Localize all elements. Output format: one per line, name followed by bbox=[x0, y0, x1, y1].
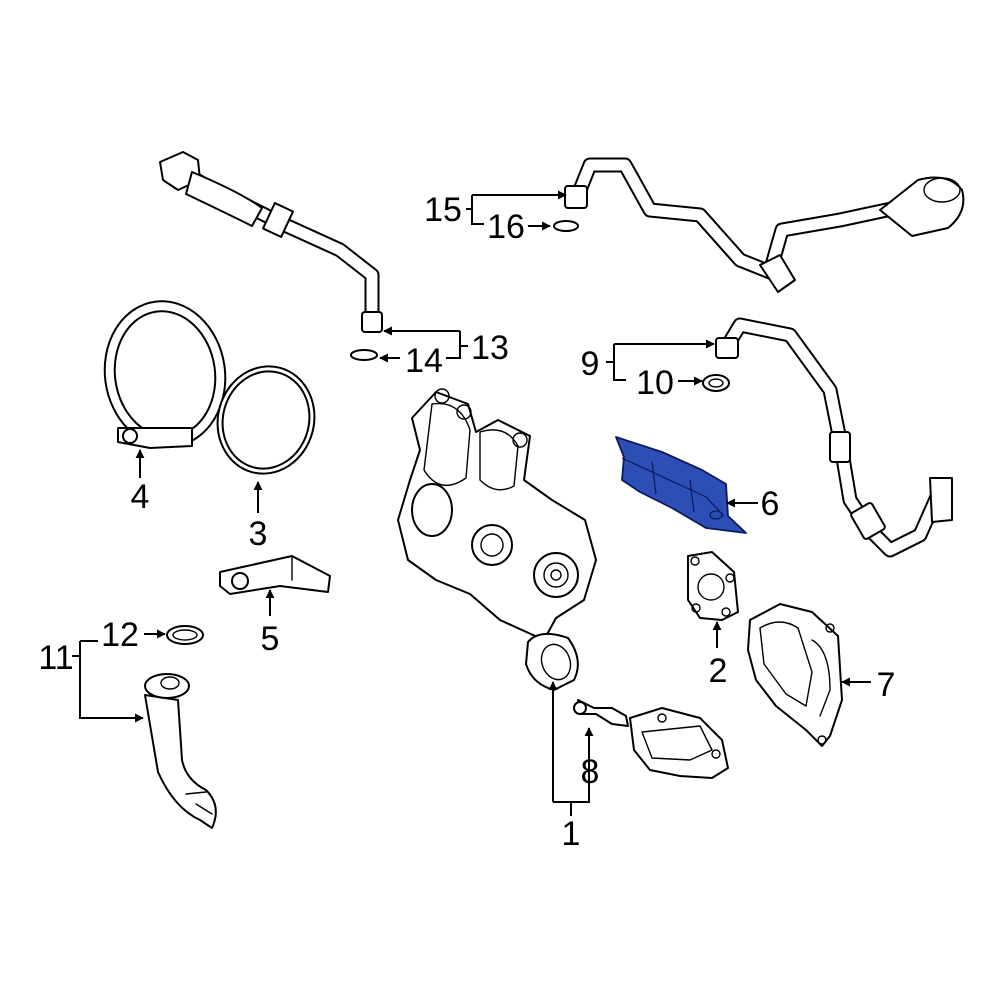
callout-2: 2 bbox=[709, 652, 728, 690]
coolant-return-line[interactable] bbox=[564, 157, 965, 293]
callout-8: 8 bbox=[581, 753, 600, 791]
heat-shield[interactable] bbox=[615, 436, 747, 534]
callout-11: 11 bbox=[38, 639, 73, 677]
heat-shield-lower[interactable] bbox=[747, 603, 843, 747]
callout-15: 15 bbox=[424, 191, 462, 229]
callout-6: 6 bbox=[761, 485, 780, 523]
callout-3: 3 bbox=[249, 515, 268, 553]
callout-7: 7 bbox=[877, 666, 896, 704]
callout-10: 10 bbox=[636, 364, 674, 402]
callout-16: 16 bbox=[487, 208, 525, 246]
seal-10[interactable] bbox=[702, 374, 730, 392]
gasket[interactable] bbox=[687, 551, 739, 621]
actuator[interactable] bbox=[573, 699, 729, 779]
oil-line[interactable] bbox=[715, 317, 953, 558]
coolant-pipe[interactable] bbox=[144, 673, 217, 829]
o-ring-14[interactable] bbox=[350, 349, 378, 361]
callout-12: 12 bbox=[101, 616, 139, 654]
o-ring-3[interactable] bbox=[206, 355, 327, 484]
callout-5: 5 bbox=[261, 620, 280, 658]
o-ring-16[interactable] bbox=[553, 220, 579, 232]
callout-4: 4 bbox=[131, 478, 150, 516]
turbocharger[interactable] bbox=[397, 388, 597, 691]
callout-9: 9 bbox=[581, 345, 600, 383]
callout-14: 14 bbox=[405, 342, 443, 380]
bracket[interactable] bbox=[219, 555, 331, 595]
o-ring-12[interactable] bbox=[166, 625, 204, 645]
callout-13: 13 bbox=[471, 329, 509, 367]
callout-1: 1 bbox=[562, 815, 581, 853]
clamp[interactable] bbox=[95, 293, 234, 454]
coolant-line[interactable] bbox=[159, 151, 383, 333]
